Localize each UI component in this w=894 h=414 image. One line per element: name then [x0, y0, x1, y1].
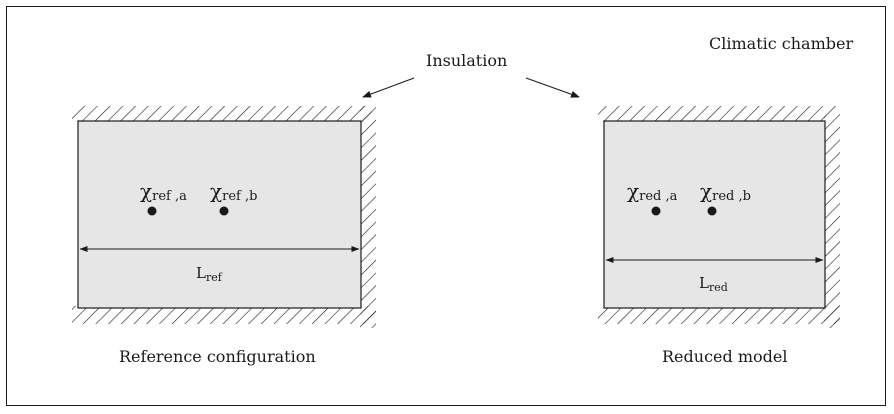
reduced-point-b-marker: [707, 206, 717, 216]
chamber-border: [6, 6, 886, 406]
reduced-point-a: χred ,a: [627, 179, 678, 216]
reference-point-b-marker: [219, 206, 229, 216]
reference-point-a-label: χref ,a: [140, 179, 187, 204]
reference-insulation-right: [360, 106, 376, 328]
reference-point-b-label: χref ,b: [210, 179, 257, 204]
reference-configuration: χref ,a χref ,b Lref Reference configura…: [72, 106, 376, 366]
insulation-arrow-left: [362, 77, 415, 98]
reduced-insulation-top: [598, 106, 826, 122]
climatic-chamber-diagram: Climatic chamber Insulation χref ,a χref…: [6, 6, 886, 406]
reduced-caption: Reduced model: [662, 347, 787, 366]
reduced-insulation-bottom: [598, 306, 840, 324]
reduced-point-a-marker: [651, 206, 661, 216]
chamber-label: Climatic chamber: [709, 34, 853, 53]
reference-point-b: χref ,b: [210, 179, 257, 216]
reference-point-a-marker: [147, 206, 157, 216]
reference-caption: Reference configuration: [119, 347, 316, 366]
reduced-point-b: χred ,b: [700, 179, 751, 216]
reference-point-a: χref ,a: [140, 179, 187, 216]
insulation-label: Insulation: [426, 51, 507, 70]
reference-length-label: Lref: [196, 264, 223, 284]
insulation-arrow-right: [525, 77, 580, 98]
reduced-point-b-label: χred ,b: [700, 179, 751, 204]
reference-domain: [77, 120, 362, 309]
reference-insulation-bottom: [72, 306, 376, 324]
reduced-insulation-right: [824, 106, 840, 328]
reduced-model: χred ,a χred ,b Lred Reduced model: [598, 106, 840, 366]
reduced-point-a-label: χred ,a: [627, 179, 678, 204]
reduced-length-label: Lred: [699, 274, 728, 294]
reference-insulation-top: [72, 106, 372, 122]
